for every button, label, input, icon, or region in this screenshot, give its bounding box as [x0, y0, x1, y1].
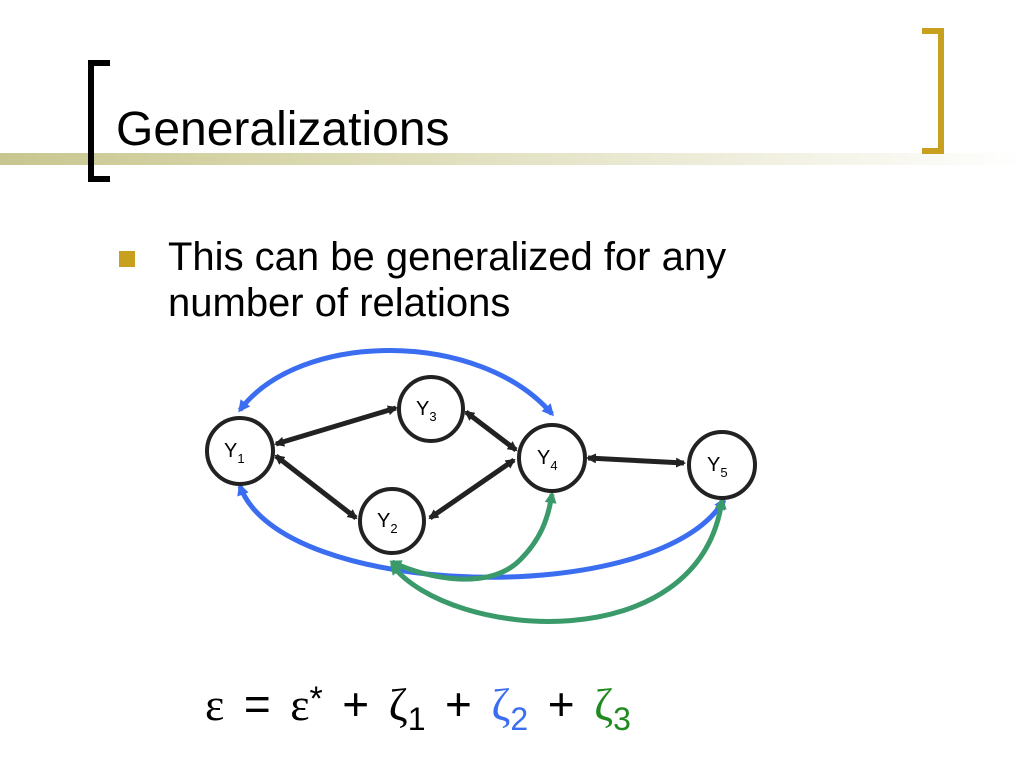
- node-y3-label: Y: [416, 398, 429, 420]
- eq-term0-sup: *: [309, 680, 323, 718]
- eq-zeta1: ζ: [388, 679, 408, 730]
- eq-zeta1-sub: 1: [407, 701, 426, 737]
- equation: ε = ε* + ζ1 + ζ2 + ζ3: [205, 674, 631, 739]
- eq-zeta2-sub: 2: [510, 701, 529, 737]
- node-y4-sub: 4: [550, 458, 557, 473]
- eq-term0: ε: [290, 679, 310, 730]
- node-y5-label: Y: [707, 454, 720, 476]
- bullet-square-icon: [119, 251, 135, 267]
- edge-y1-y2: [274, 454, 358, 520]
- edge-y1-y4-blue: [238, 348, 554, 417]
- node-y3-sub: 3: [429, 409, 436, 424]
- eq-zeta3: ζ: [594, 679, 614, 730]
- svg-text:Y4: Y4: [537, 447, 558, 473]
- node-y5-sub: 5: [720, 465, 727, 480]
- edge-y2-y4: [428, 457, 516, 521]
- eq-zeta2: ζ: [491, 679, 511, 730]
- eq-plus-2: +: [444, 678, 472, 730]
- slide-title: Generalizations: [116, 103, 450, 156]
- edge-y4-y5: [586, 453, 686, 468]
- svg-text:Y1: Y1: [224, 440, 245, 466]
- eq-equals: =: [243, 678, 271, 730]
- bullet-line-2: number of relations: [168, 281, 511, 325]
- eq-plus-3: +: [547, 678, 575, 730]
- node-y1-sub: 1: [237, 451, 244, 466]
- edge-y1-y5-blue: [237, 483, 727, 580]
- node-y2-label: Y: [377, 510, 390, 532]
- node-y4: Y4: [517, 423, 587, 493]
- node-y1: Y1: [205, 416, 275, 486]
- bullet-line-1: This can be generalized for any: [168, 235, 727, 279]
- svg-text:Y2: Y2: [377, 510, 398, 536]
- bullet-text: This can be generalized for any number o…: [168, 234, 868, 326]
- node-y5: Y5: [687, 430, 757, 500]
- node-y4-label: Y: [537, 447, 550, 469]
- node-y2-sub: 2: [390, 521, 397, 536]
- right-bracket-decoration: [922, 28, 944, 154]
- edge-y3-y4: [464, 410, 518, 452]
- node-y2: Y2: [358, 487, 426, 555]
- title-underline: [0, 153, 1024, 165]
- left-bracket-decoration: [88, 60, 110, 182]
- node-y1-label: Y: [224, 440, 237, 462]
- eq-plus-1: +: [342, 678, 370, 730]
- node-y3: Y3: [397, 375, 465, 443]
- edge-y2-y5-green: [390, 497, 727, 624]
- svg-text:Y3: Y3: [416, 398, 437, 424]
- eq-zeta3-sub: 3: [613, 701, 631, 737]
- eq-lhs: ε: [205, 679, 225, 730]
- svg-text:Y5: Y5: [707, 454, 728, 480]
- edge-y1-y3: [274, 405, 398, 447]
